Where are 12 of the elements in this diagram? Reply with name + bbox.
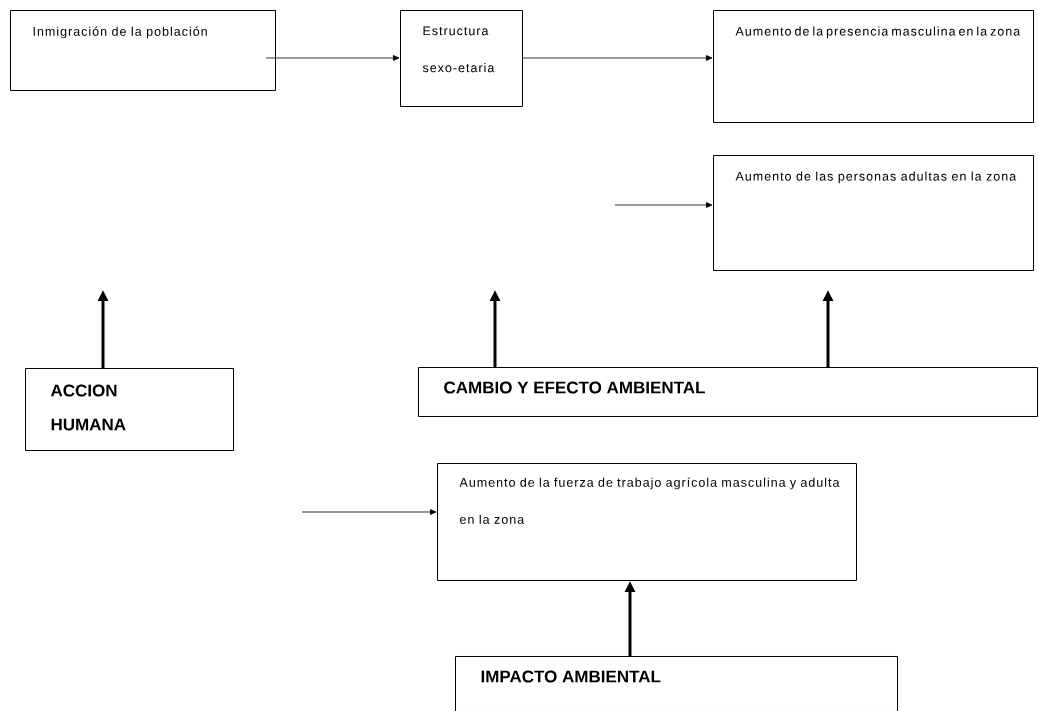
arrow (265, 55, 400, 61)
arrow (522, 55, 713, 61)
text-box: Aumento de las personas adultas en la zona (713, 155, 1034, 271)
arrow (301, 509, 437, 515)
text-box: Aumento de la presencia masculina en la zona (713, 10, 1034, 123)
heading-box: CAMBIO Y EFECTO AMBIENTAL (418, 367, 1038, 417)
arrow (614, 202, 713, 208)
text-box: Aumento de la fuerza de trabajo agrícola masculina y adulta en la zona (437, 463, 857, 581)
text-box: Inmigración de la población (10, 10, 276, 91)
heading-box: ACCION HUMANA (25, 368, 234, 451)
heading-box: IMPACTO AMBIENTAL (455, 656, 898, 711)
text-box: Estructura sexo-etaria (400, 10, 523, 107)
